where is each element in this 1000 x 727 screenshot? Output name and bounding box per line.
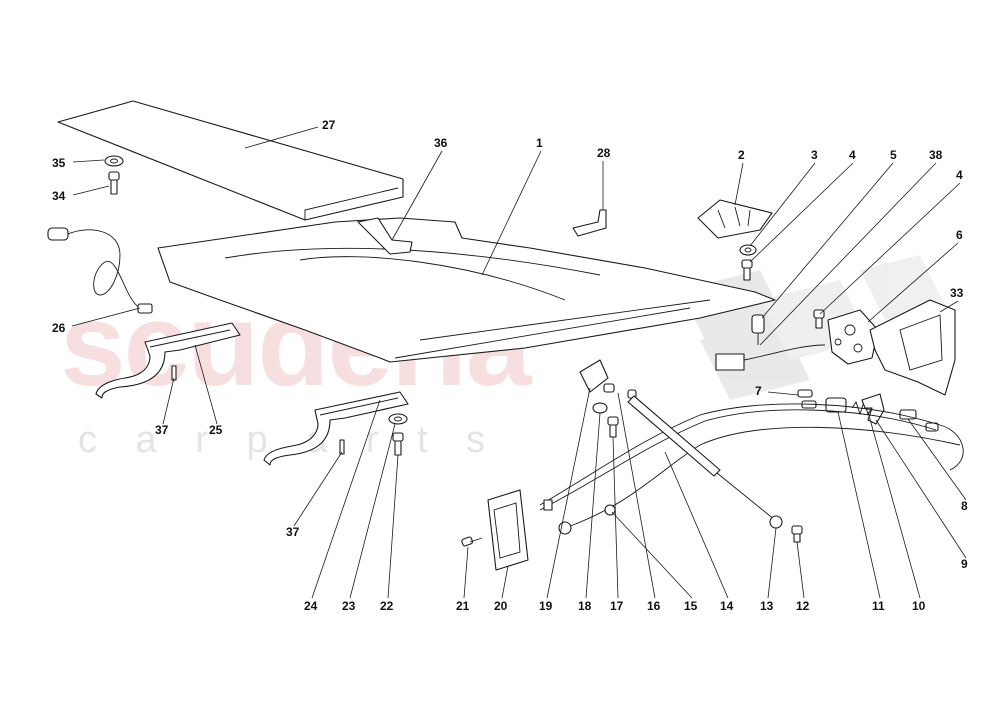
bolt-part-17b bbox=[603, 383, 615, 393]
callout-18: 18 bbox=[578, 599, 592, 613]
sensor-part-38 bbox=[715, 344, 826, 371]
callout-25: 25 bbox=[209, 423, 223, 437]
callout-17: 17 bbox=[610, 599, 624, 613]
bolt-part-17 bbox=[607, 416, 619, 438]
bracket-part-36 bbox=[357, 217, 413, 255]
clip-part-7 bbox=[797, 389, 817, 409]
release-cable-part-14 bbox=[539, 403, 964, 511]
callout-22: 22 bbox=[380, 599, 394, 613]
callout-38: 38 bbox=[929, 148, 943, 162]
callout-20: 20 bbox=[494, 599, 508, 613]
gas-strut-part-16 bbox=[627, 389, 776, 521]
callout-37b: 37 bbox=[286, 525, 300, 539]
rear-panel-part-27 bbox=[57, 100, 404, 221]
callout-35: 35 bbox=[52, 156, 66, 170]
callout-24: 24 bbox=[304, 599, 318, 613]
callout-12: 12 bbox=[796, 599, 810, 613]
latch-part-6 bbox=[827, 309, 879, 365]
bolt-part-34 bbox=[108, 171, 120, 195]
callout-9: 9 bbox=[961, 557, 968, 571]
callout-4b: 4 bbox=[956, 168, 963, 182]
callout-36: 36 bbox=[434, 136, 448, 150]
latch-plate-part-33 bbox=[869, 299, 956, 396]
leader-lines bbox=[71, 126, 967, 599]
callout-11: 11 bbox=[872, 599, 885, 613]
hinge-bracket-part-24 bbox=[263, 391, 409, 466]
callout-7: 7 bbox=[755, 384, 762, 398]
callout-21: 21 bbox=[456, 599, 470, 613]
callout-14: 14 bbox=[720, 599, 734, 613]
washer-part-18 bbox=[592, 402, 608, 414]
callout-1: 1 bbox=[536, 136, 543, 150]
bolt-part-4a bbox=[741, 259, 753, 281]
callout-labels: 27 35 34 36 1 28 2 3 4 5 38 4 6 33 26 7 … bbox=[52, 118, 968, 613]
bracket-part-28 bbox=[572, 209, 607, 237]
strut-end-part-13 bbox=[769, 515, 783, 529]
washer-part-3 bbox=[739, 244, 757, 256]
bolt-part-22 bbox=[392, 432, 404, 456]
bracket-part-2 bbox=[697, 199, 773, 239]
callout-13: 13 bbox=[760, 599, 774, 613]
callout-26: 26 bbox=[52, 321, 66, 335]
callout-16: 16 bbox=[647, 599, 661, 613]
callout-5: 5 bbox=[890, 148, 897, 162]
bolt-part-4b bbox=[813, 309, 825, 329]
cable-end-part-8 bbox=[899, 409, 939, 432]
pin-part-37a bbox=[171, 365, 177, 381]
callout-15: 15 bbox=[684, 599, 698, 613]
callout-19: 19 bbox=[539, 599, 553, 613]
pin-part-37b bbox=[339, 439, 345, 455]
callout-3: 3 bbox=[811, 148, 818, 162]
callout-10: 10 bbox=[912, 599, 926, 613]
switch-part-5 bbox=[751, 314, 765, 345]
callout-6: 6 bbox=[956, 228, 963, 242]
screw-part-21 bbox=[461, 536, 483, 547]
washer-part-35 bbox=[104, 155, 124, 167]
callout-27: 27 bbox=[322, 118, 336, 132]
callout-28: 28 bbox=[597, 146, 611, 160]
callout-2: 2 bbox=[738, 148, 745, 162]
callout-37a: 37 bbox=[155, 423, 169, 437]
handle-part-20 bbox=[487, 489, 529, 571]
callout-23: 23 bbox=[342, 599, 356, 613]
bracket-part-19 bbox=[579, 359, 609, 393]
washer-part-23 bbox=[388, 413, 408, 425]
bolt-part-12 bbox=[791, 525, 803, 543]
callout-4a: 4 bbox=[849, 148, 856, 162]
hinge-bracket-part-25 bbox=[95, 322, 241, 399]
callout-34: 34 bbox=[52, 189, 66, 203]
callout-33: 33 bbox=[950, 286, 964, 300]
callout-8: 8 bbox=[961, 499, 968, 513]
